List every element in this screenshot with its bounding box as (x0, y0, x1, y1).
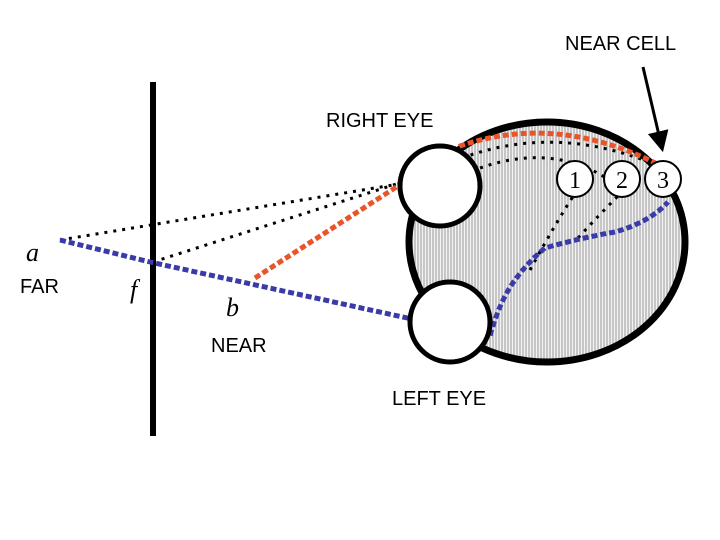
cell-2: 2 (603, 160, 641, 198)
near-label: NEAR (211, 335, 267, 357)
far-label: FAR (20, 276, 59, 298)
near-cell-arrow (641, 66, 669, 153)
near-cell-label: NEAR CELL (565, 33, 676, 55)
right-eye-label: RIGHT EYE (326, 110, 433, 132)
cell-1-label: 1 (569, 168, 581, 194)
right-eye-path (253, 130, 667, 281)
cell-3-label: 3 (657, 168, 669, 194)
left-eye-path (59, 200, 670, 339)
cell-3: 3 (644, 160, 682, 198)
left-eye (407, 279, 493, 365)
cell-2-label: 2 (616, 168, 628, 194)
point-f-label: f (130, 275, 141, 304)
cell-1: 1 (556, 160, 594, 198)
point-a-label: a (26, 238, 39, 267)
left-eye-label: LEFT EYE (392, 388, 486, 410)
point-b-label: b (226, 293, 239, 322)
right-eye (397, 143, 483, 229)
